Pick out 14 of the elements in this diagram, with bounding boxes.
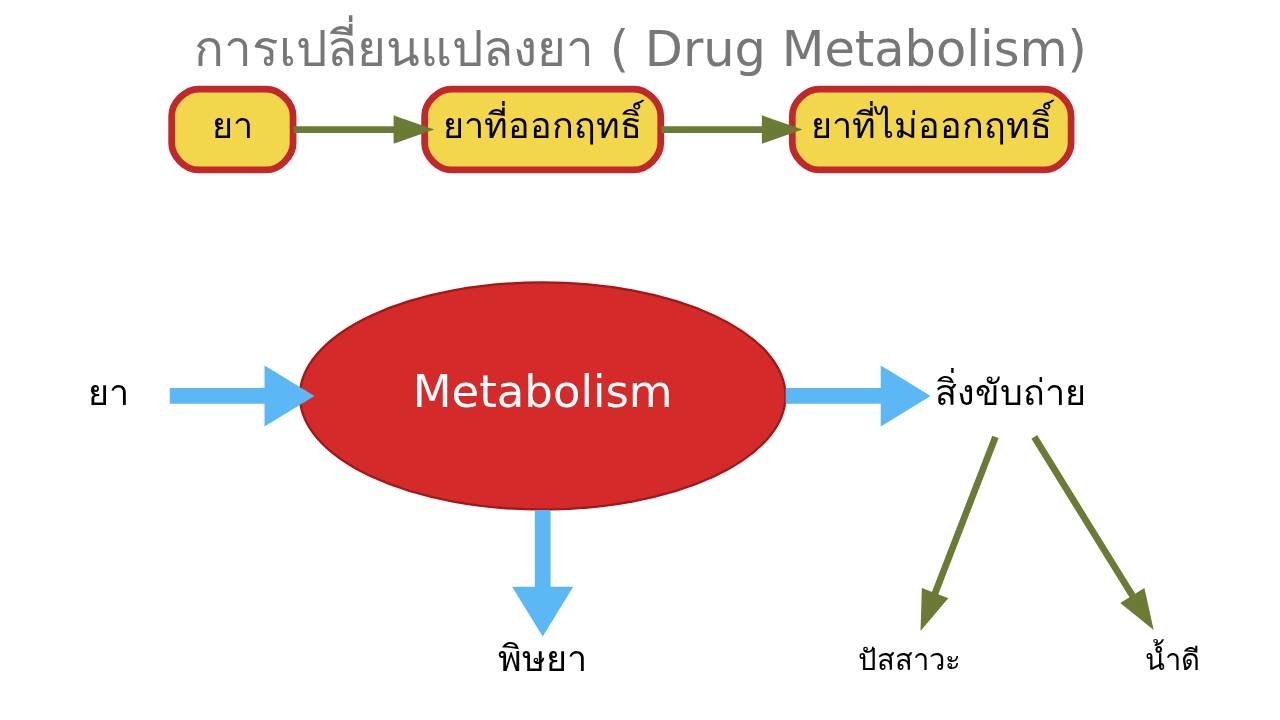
arrow <box>920 435 999 631</box>
arrow <box>169 365 314 427</box>
node-ellipse: Metabolism <box>298 281 787 511</box>
arrow <box>293 115 434 144</box>
node-box: ยา <box>167 85 296 174</box>
arrow <box>1030 435 1154 631</box>
node-box: ยาที่ออกฤทธิ์ <box>420 85 664 174</box>
arrow <box>785 365 931 427</box>
node-text: พิษยา <box>497 637 587 679</box>
arrow <box>511 510 573 637</box>
arrow <box>660 115 802 144</box>
node-text: ยา <box>87 371 129 413</box>
node-box: ยาที่ไม่ออกฤทธิ์ <box>788 85 1074 174</box>
node-text: ปัสสาวะ <box>857 643 961 678</box>
